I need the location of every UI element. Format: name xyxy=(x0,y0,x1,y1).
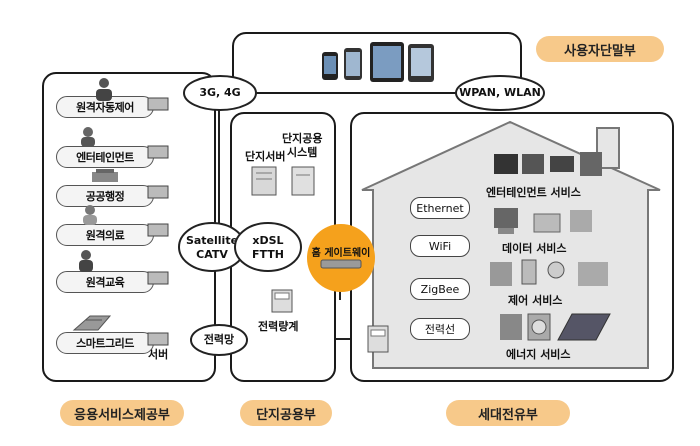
complex-server-label: 단지서버 xyxy=(245,150,286,163)
energy-devices-icon xyxy=(500,313,611,341)
app-service-label: 응용서비스제공부 xyxy=(60,400,184,426)
server-label: 서버 xyxy=(148,348,169,361)
person-icon xyxy=(81,127,95,147)
cloud-wpan-label: WPAN, WLAN xyxy=(459,86,541,99)
service-label-remote-medical: 원격의료 xyxy=(56,224,154,246)
cloud-satellite-label: Satellite CATV xyxy=(185,234,239,261)
service-label-public-admin: 공공행정 xyxy=(56,185,154,207)
home-service-control: 제어 서비스 xyxy=(508,294,563,307)
meter-label: 전력량계 xyxy=(258,320,299,333)
user-terminal-label: 사용자단말부 xyxy=(536,36,664,62)
teacher-icon xyxy=(79,250,93,272)
household-label: 세대전유부 xyxy=(446,400,570,426)
service-label-remote-control: 원격자동제어 xyxy=(56,96,154,118)
service-label-remote-education: 원격교육 xyxy=(56,271,154,293)
computer-devices-icon xyxy=(494,208,592,234)
system-rack-icon xyxy=(291,166,315,196)
smart-grid-icon xyxy=(72,315,112,331)
cloud-xdsl-label: xDSL FTTH xyxy=(252,234,284,261)
home-gateway-circle xyxy=(307,224,375,292)
meter-icon xyxy=(271,289,293,313)
cloud-power-grid-label: 전력망 xyxy=(203,333,235,346)
server-rack-icon xyxy=(251,166,277,196)
household-meter-icon xyxy=(367,325,389,353)
network-ethernet: Ethernet xyxy=(410,197,470,219)
control-devices-icon xyxy=(490,259,608,286)
entertainment-devices-icon xyxy=(494,152,602,176)
cloud-mobile xyxy=(183,75,257,111)
network-zigbee: ZigBee xyxy=(410,278,470,300)
doctor-icon xyxy=(83,205,97,225)
building-icon xyxy=(92,169,118,182)
home-service-data: 데이터 서비스 xyxy=(502,242,567,255)
cloud-xdsl xyxy=(234,222,302,272)
complex-common-label: 단지공용부 xyxy=(240,400,332,426)
server-connectors xyxy=(147,97,169,346)
cloud-power-grid xyxy=(190,324,248,356)
network-powerline: 전력선 xyxy=(410,318,470,340)
complex-system-label: 단지공용 시스템 xyxy=(282,132,323,159)
person-icon xyxy=(96,78,112,101)
service-label-smart-grid: 스마트그리드 xyxy=(56,332,154,354)
mobile-devices-icon xyxy=(322,42,434,82)
home-gateway-label: 홈 게이트웨이 xyxy=(311,248,371,259)
network-wifi: WiFi xyxy=(410,235,470,257)
cloud-wpan xyxy=(455,75,545,111)
cloud-mobile-label: 3G, 4G xyxy=(199,86,241,99)
service-label-entertainment: 엔터테인먼트 xyxy=(56,146,154,168)
home-service-energy: 에너지 서비스 xyxy=(506,348,571,361)
home-service-entertainment: 엔터테인먼트 서비스 xyxy=(486,186,581,199)
